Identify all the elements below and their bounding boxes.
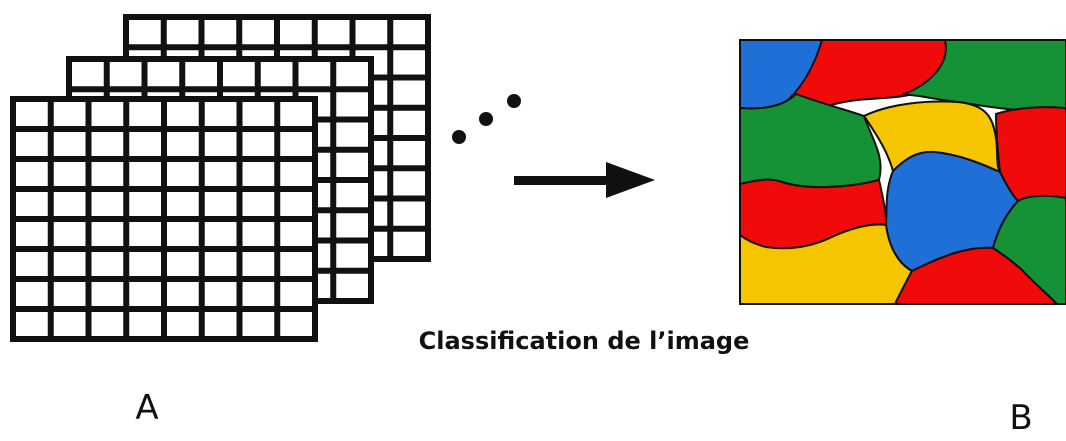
map-region-red-bottom-right — [894, 246, 1058, 304]
label-b: B — [1009, 398, 1032, 438]
ellipsis-dots-icon — [452, 94, 521, 144]
classified-map — [739, 39, 1066, 305]
input-image-grid-stack — [10, 14, 431, 342]
grid-layer-front — [10, 96, 318, 342]
classification-caption: Classification de l’image — [419, 327, 750, 355]
arrow-right-icon — [514, 162, 655, 198]
label-a: A — [135, 388, 158, 428]
